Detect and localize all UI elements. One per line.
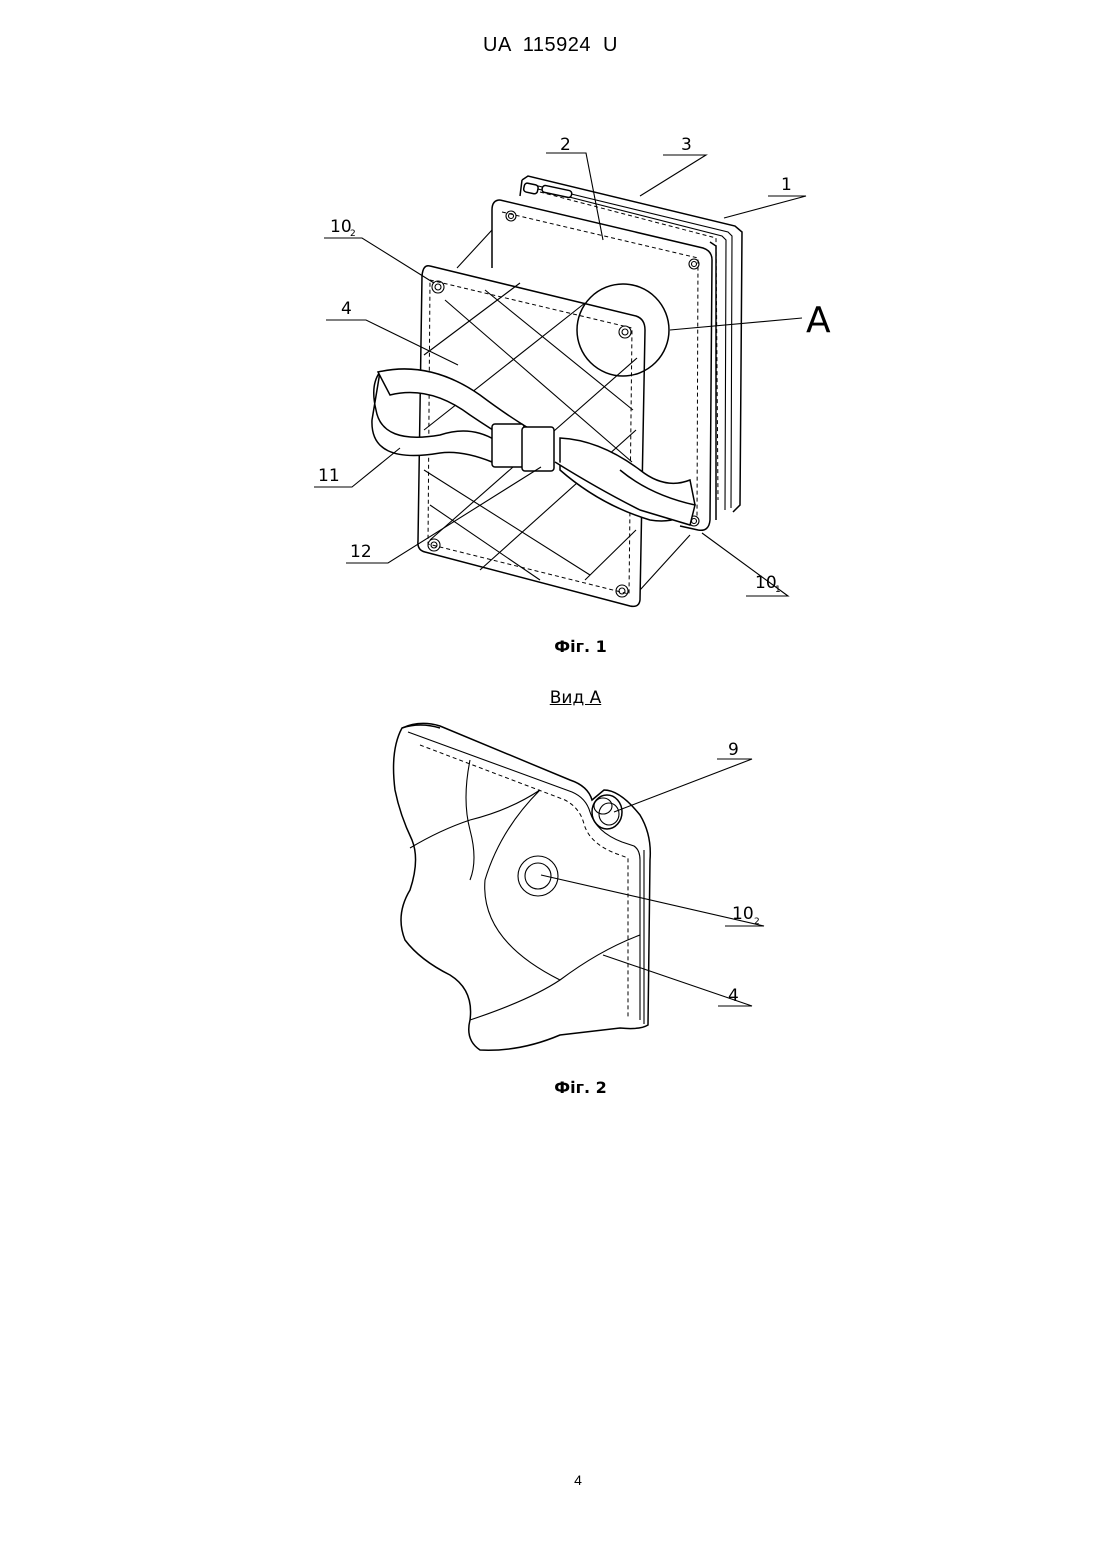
detail-panel <box>394 723 651 1050</box>
figure-2-caption: Фіг. 2 <box>0 1078 1101 1097</box>
label-10-2-subscript: 2 <box>350 229 356 239</box>
label-2: 2 <box>560 135 571 155</box>
label-10-1: 10 <box>755 573 777 593</box>
label-a: A <box>806 300 831 341</box>
label-9: 9 <box>728 740 739 760</box>
page-number: 4 <box>0 1472 1101 1488</box>
document-number-header: UA 115924 U <box>0 34 1101 57</box>
label-10-2-fig2-subscript: 2 <box>754 917 760 927</box>
label-4: 4 <box>341 299 352 319</box>
buckle <box>492 424 554 471</box>
figure-1-drawing: 2 3 1 10 2 4 A 11 12 10 1 <box>0 120 1101 620</box>
view-a-title: Вид А <box>0 688 1101 708</box>
figure-2-drawing: 9 10 2 4 <box>0 715 1101 1065</box>
label-11: 11 <box>318 466 340 486</box>
label-10-2-fig2: 10 <box>732 904 754 924</box>
figure-1-caption: Фіг. 1 <box>0 637 1101 656</box>
label-1: 1 <box>781 175 792 195</box>
label-12: 12 <box>350 542 372 562</box>
label-10-2: 10 <box>330 217 352 237</box>
label-3: 3 <box>681 135 692 155</box>
label-10-1-subscript: 1 <box>775 585 781 595</box>
label-4-fig2: 4 <box>728 986 739 1006</box>
